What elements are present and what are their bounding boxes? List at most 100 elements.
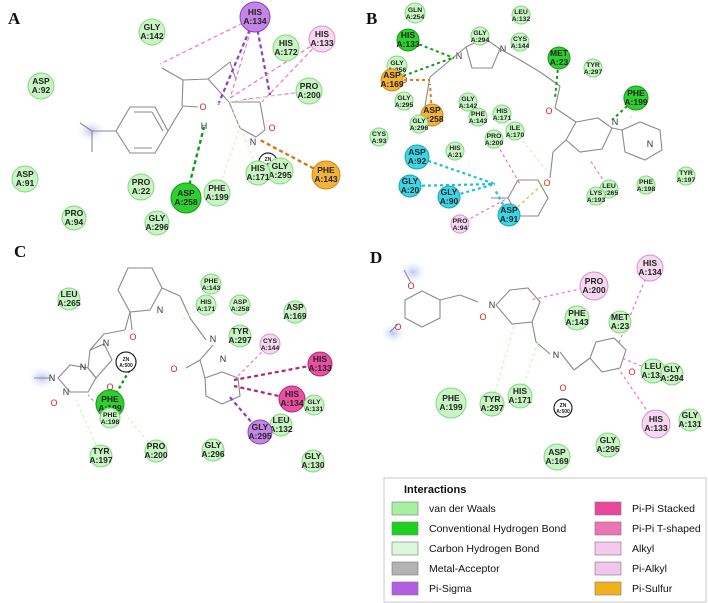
svg-text:GLY: GLY bbox=[402, 176, 419, 186]
interaction-line bbox=[87, 394, 111, 419]
svg-text:A:133: A:133 bbox=[308, 363, 331, 373]
svg-text:N: N bbox=[157, 305, 164, 315]
svg-text:A:91: A:91 bbox=[500, 214, 519, 224]
zinc-atom: ZNA:500 bbox=[115, 351, 137, 373]
svg-text:GLY: GLY bbox=[473, 30, 487, 37]
svg-text:PRO: PRO bbox=[132, 177, 151, 187]
interaction-line bbox=[259, 138, 327, 177]
interaction-line bbox=[429, 83, 433, 116]
legend-item-pi-sigma: Pi-Sigma bbox=[391, 581, 472, 596]
svg-text:GLY: GLY bbox=[461, 96, 475, 103]
svg-text:A:297: A:297 bbox=[228, 335, 251, 345]
svg-text:HIS: HIS bbox=[251, 163, 266, 173]
svg-text:GLY: GLY bbox=[149, 213, 166, 223]
legend-swatch bbox=[594, 581, 622, 596]
svg-text:TYR: TYR bbox=[679, 170, 693, 177]
svg-text:A:134: A:134 bbox=[638, 267, 661, 277]
panel-label-c: C bbox=[14, 242, 26, 261]
svg-text:GLY: GLY bbox=[390, 60, 404, 67]
svg-text:A:295: A:295 bbox=[596, 444, 619, 454]
svg-text:O: O bbox=[559, 383, 566, 393]
svg-text:GLN: GLN bbox=[408, 7, 422, 14]
svg-text:HIS: HIS bbox=[649, 414, 664, 424]
svg-text:A:258: A:258 bbox=[420, 114, 443, 124]
interaction-line bbox=[529, 285, 595, 301]
svg-text:A:197: A:197 bbox=[89, 455, 112, 465]
svg-text:A:91: A:91 bbox=[16, 178, 35, 188]
interaction-line bbox=[409, 182, 496, 188]
legend-label: Pi-Pi Stacked bbox=[632, 503, 695, 515]
svg-text:HIS: HIS bbox=[315, 29, 330, 39]
interaction-line bbox=[213, 90, 310, 105]
svg-text:TYR: TYR bbox=[586, 62, 600, 69]
svg-text:A:94: A:94 bbox=[453, 225, 468, 232]
legend-item-pi-pi-t-shaped: Pi-Pi T-shaped bbox=[594, 521, 701, 536]
ligand-a-structure: O H N O bbox=[77, 61, 276, 154]
svg-text:O: O bbox=[394, 322, 401, 332]
svg-text:A:198: A:198 bbox=[101, 419, 120, 426]
svg-text:GLY: GLY bbox=[144, 22, 161, 32]
svg-text:A:23: A:23 bbox=[611, 321, 630, 331]
svg-text:O: O bbox=[129, 332, 136, 342]
svg-text:A:500: A:500 bbox=[119, 363, 133, 369]
svg-text:PRO: PRO bbox=[147, 441, 166, 451]
legend-item-pi-pi-stacked: Pi-Pi Stacked bbox=[594, 501, 695, 516]
legend-label: Alkyl bbox=[632, 543, 654, 555]
legend-item-carbon-hydrogen-bond: Carbon Hydrogen Bond bbox=[391, 541, 539, 556]
svg-text:PRO: PRO bbox=[300, 81, 319, 91]
svg-text:HIS: HIS bbox=[313, 354, 328, 364]
svg-text:TYR: TYR bbox=[93, 446, 110, 456]
svg-text:A:295: A:295 bbox=[248, 431, 271, 441]
interaction-line bbox=[239, 90, 310, 101]
svg-text:CYS: CYS bbox=[372, 131, 386, 138]
svg-text:A:92: A:92 bbox=[32, 85, 51, 95]
panel-label-d: D bbox=[370, 248, 382, 267]
legend-swatch bbox=[391, 581, 419, 596]
svg-text:ASP: ASP bbox=[177, 188, 195, 198]
interaction-line bbox=[216, 16, 257, 106]
legend-label: van der Waals bbox=[429, 503, 496, 515]
svg-text:O: O bbox=[545, 106, 552, 116]
legend-swatch bbox=[594, 561, 622, 576]
svg-text:A:142: A:142 bbox=[140, 31, 163, 41]
svg-text:A:297: A:297 bbox=[584, 69, 603, 76]
svg-text:A:134: A:134 bbox=[280, 398, 303, 408]
legend-item-metal-acceptor: Metal-Acceptor bbox=[391, 561, 500, 576]
svg-text:N: N bbox=[103, 338, 110, 348]
legend-swatch bbox=[594, 521, 622, 536]
svg-text:PHE: PHE bbox=[639, 179, 653, 186]
svg-text:A:169: A:169 bbox=[545, 456, 568, 466]
svg-text:PHE: PHE bbox=[208, 183, 226, 193]
svg-text:A:193: A:193 bbox=[587, 197, 606, 204]
residue-layer: ZNA:500ZNA:500ZNA:500GLYA:142HISA:134HIS… bbox=[11, 1, 702, 473]
svg-text:ZN: ZN bbox=[560, 403, 567, 409]
svg-text:GLY: GLY bbox=[305, 451, 322, 461]
legend-swatch bbox=[391, 521, 419, 536]
legend-item-pi-sulfur: Pi-Sulfur bbox=[594, 581, 673, 596]
svg-text:A:294: A:294 bbox=[660, 373, 683, 383]
svg-text:A:200: A:200 bbox=[144, 450, 167, 460]
svg-text:PRO: PRO bbox=[487, 133, 502, 140]
interaction-line bbox=[416, 155, 496, 186]
svg-text:O: O bbox=[199, 102, 206, 112]
